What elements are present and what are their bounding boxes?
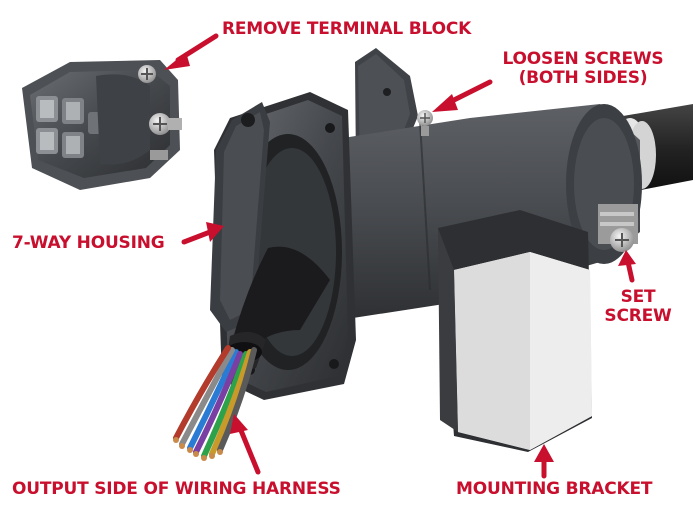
label-set-screw: SET SCREW [600, 288, 676, 326]
label-seven-way-housing: 7-WAY HOUSING [12, 233, 165, 253]
terminal-block [22, 60, 182, 190]
mounting-bracket [438, 210, 592, 452]
label-set-screw-line1: SET [620, 287, 656, 307]
output-harness [173, 246, 330, 461]
label-remove-terminal-block: REMOVE TERMINAL BLOCK [222, 19, 472, 39]
red-arrow-icon [164, 33, 636, 479]
label-loosen-screws-line1: LOOSEN SCREWS [502, 49, 664, 69]
phillips-screw-icon [417, 110, 433, 136]
label-output-side: OUTPUT SIDE OF WIRING HARNESS [12, 479, 341, 499]
label-loosen-screws-line2: (BOTH SIDES) [518, 68, 648, 88]
set-screw-icon [598, 204, 638, 252]
label-loosen-screws: LOOSEN SCREWS (BOTH SIDES) [488, 50, 678, 88]
label-mounting-bracket: MOUNTING BRACKET [456, 479, 653, 499]
label-set-screw-line2: SCREW [604, 306, 672, 326]
